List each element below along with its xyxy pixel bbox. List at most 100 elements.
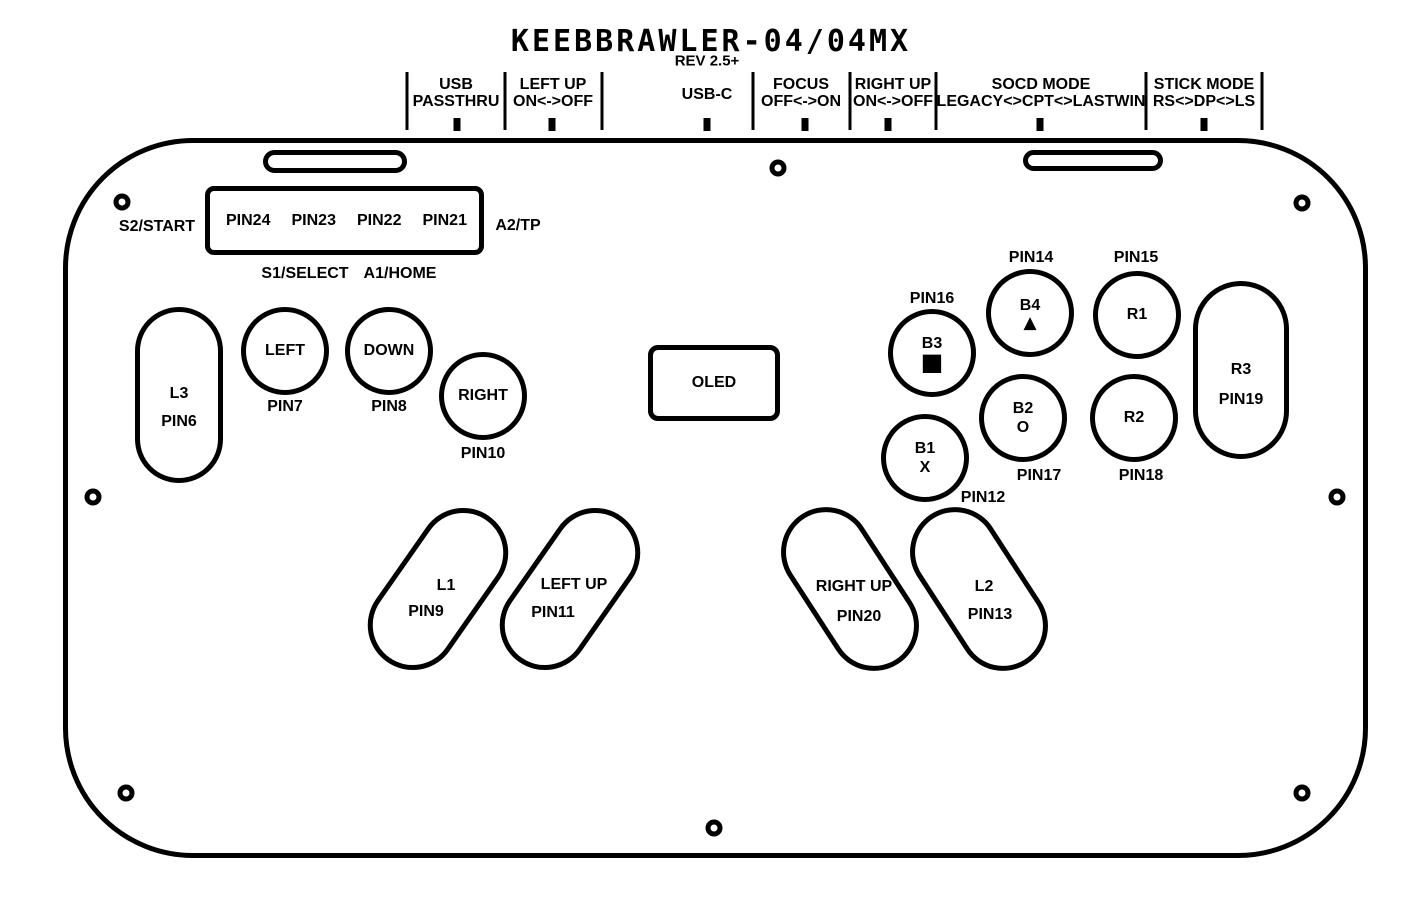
button-r2-pin: PIN18 <box>1118 467 1164 484</box>
button-b3-label: B3 <box>921 335 943 352</box>
button-r2-label: R2 <box>1123 409 1145 426</box>
button-b4: B4 ▲ <box>986 269 1074 357</box>
screw-hole-icon <box>84 488 102 506</box>
cross-icon: X <box>919 458 931 476</box>
port-indicator-tick <box>1200 118 1208 131</box>
revision-label: REV 2.5+ <box>674 52 740 70</box>
button-r3-shape <box>1193 281 1289 459</box>
button-b1: B1 X <box>881 414 969 502</box>
port-label-stick-mode: STICK MODE RS<>DP<>LS <box>1153 76 1255 110</box>
button-b3-pin: PIN16 <box>909 290 955 307</box>
port-label-line: OFF<->ON <box>760 93 842 110</box>
button-left: LEFT <box>241 307 329 395</box>
button-right-up-label: RIGHT UP <box>815 578 893 595</box>
aux-pin-box: PIN24 PIN23 PIN22 PIN21 <box>205 186 484 255</box>
port-label-line: RIGHT UP <box>854 76 932 93</box>
label-divider <box>405 72 409 130</box>
button-right-label: RIGHT <box>458 387 508 404</box>
port-indicator-tick <box>801 118 809 131</box>
top-slot-right <box>1023 150 1163 171</box>
port-label-right-up-toggle: RIGHT UP ON<->OFF <box>853 76 933 110</box>
button-r3-pin: PIN19 <box>1218 391 1264 408</box>
port-label-line: LEGACY<>CPT<>LASTWIN <box>936 93 1146 110</box>
square-icon: ■ <box>920 348 944 376</box>
port-label-usb-c: USB-C <box>682 86 733 103</box>
button-left-pin: PIN7 <box>267 398 303 415</box>
port-label-line: ON<->OFF <box>852 93 934 110</box>
label-divider <box>751 72 755 130</box>
label-divider <box>600 72 604 130</box>
button-right-up-pin: PIN20 <box>836 608 882 625</box>
screw-hole-icon <box>1293 194 1311 212</box>
port-label-line: LEFT UP <box>519 76 587 93</box>
button-down: DOWN <box>345 307 433 395</box>
button-l1-pin: PIN9 <box>408 603 444 620</box>
controller-case-outline <box>63 138 1368 858</box>
port-label-line: ON<->OFF <box>512 93 594 110</box>
port-indicator-tick <box>1036 118 1044 131</box>
button-right-pin: PIN10 <box>460 445 506 462</box>
button-left-label: LEFT <box>265 342 305 359</box>
port-label-usb-passthru: USB PASSTHRU <box>413 76 500 110</box>
button-b1-pin: PIN12 <box>960 489 1006 506</box>
a2-tp-label: A2/TP <box>495 217 541 234</box>
button-b4-pin: PIN14 <box>1008 249 1054 266</box>
screw-hole-icon <box>1328 488 1346 506</box>
port-indicator-tick <box>884 118 892 131</box>
screw-hole-icon <box>1293 784 1311 802</box>
port-label-focus-toggle: FOCUS OFF<->ON <box>761 76 841 110</box>
button-down-pin: PIN8 <box>371 398 407 415</box>
circle-icon: O <box>1016 418 1030 436</box>
button-l3-pin: PIN6 <box>161 413 197 430</box>
button-right: RIGHT <box>439 352 527 440</box>
port-label-line: USB <box>439 76 473 93</box>
port-indicator-tick <box>548 118 556 131</box>
button-b1-label: B1 <box>914 439 936 457</box>
diagram-title: KEEBBRAWLER-04/04MX <box>510 24 912 59</box>
aux-pin-label: PIN21 <box>422 211 467 229</box>
button-down-label: DOWN <box>363 342 415 359</box>
port-label-line: RS<>DP<>LS <box>1152 93 1256 110</box>
label-divider <box>1260 72 1264 130</box>
button-l3-shape <box>135 307 223 483</box>
s1-select-label: S1/SELECT <box>261 265 349 282</box>
aux-pin-label: PIN24 <box>226 211 271 229</box>
aux-pin-label: PIN23 <box>291 211 336 229</box>
aux-pin-label: PIN22 <box>357 211 402 229</box>
button-left-up-label: LEFT UP <box>540 576 608 593</box>
oled-label: OLED <box>691 374 737 391</box>
button-l3-label: L3 <box>169 385 189 402</box>
screw-hole-icon <box>113 193 131 211</box>
triangle-icon: ▲ <box>1023 312 1037 333</box>
label-divider <box>503 72 507 130</box>
button-r1-pin: PIN15 <box>1113 249 1159 266</box>
port-label-line: FOCUS <box>772 76 829 93</box>
button-l1-label: L1 <box>436 577 456 594</box>
label-divider <box>1144 72 1148 130</box>
button-r1-label: R1 <box>1126 306 1148 323</box>
oled-display: OLED <box>648 345 780 421</box>
button-r3-label: R3 <box>1230 361 1252 378</box>
button-r1: R1 <box>1093 271 1181 359</box>
label-divider <box>934 72 938 130</box>
s2-start-label: S2/START <box>118 218 196 235</box>
port-label-line: SOCD MODE <box>991 76 1091 93</box>
button-b2-pin: PIN17 <box>1016 467 1062 484</box>
port-label-socd-mode: SOCD MODE LEGACY<>CPT<>LASTWIN <box>937 76 1146 110</box>
port-label-line: PASSTHRU <box>412 93 500 110</box>
top-slot-left <box>263 150 407 173</box>
button-b3: B3 ■ <box>888 309 976 397</box>
screw-hole-icon <box>117 784 135 802</box>
button-left-up-pin: PIN11 <box>531 604 575 621</box>
button-l2-label: L2 <box>974 578 994 595</box>
port-indicator-tick <box>703 118 711 131</box>
button-l2-pin: PIN13 <box>967 606 1013 623</box>
port-label-line: STICK MODE <box>1153 76 1255 93</box>
a1-home-label: A1/HOME <box>363 265 437 282</box>
button-b2-label: B2 <box>1012 399 1034 417</box>
port-label-line: USB-C <box>681 86 733 103</box>
label-divider <box>848 72 852 130</box>
port-indicator-tick <box>453 118 461 131</box>
screw-hole-icon <box>769 159 787 177</box>
